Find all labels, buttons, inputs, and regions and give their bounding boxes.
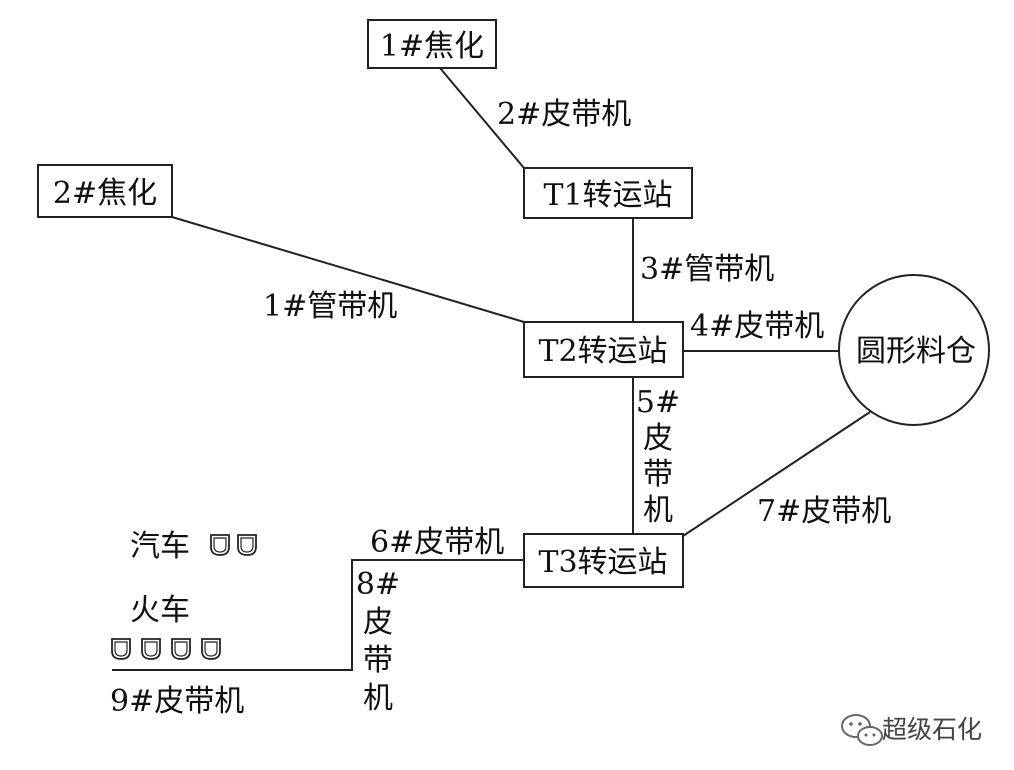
node-t2: T2转运站 xyxy=(523,321,684,378)
truck-icons xyxy=(210,534,257,556)
train-group: 火车 xyxy=(111,593,221,660)
belt5-char-1: 皮 xyxy=(643,421,673,456)
train-wagon-icon xyxy=(111,638,131,660)
train-wagon-icon xyxy=(201,638,221,660)
pipe1-label: 1#管带机 xyxy=(263,289,397,324)
belt2-line xyxy=(439,67,525,169)
t1-box xyxy=(523,167,693,219)
node-coking1: 1#焦化 xyxy=(367,19,497,69)
pipe3-label: 3#管带机 xyxy=(640,252,774,287)
belt5-vertical-label: 5# 皮 带 机 xyxy=(636,385,680,528)
watermark: 超级石化 xyxy=(841,714,982,746)
watermark-text: 超级石化 xyxy=(882,715,982,744)
belt8-char-0: 8# xyxy=(356,567,400,602)
train-wagon-icon xyxy=(171,638,191,660)
pipe1-line xyxy=(171,216,525,323)
belt5-char-2: 带 xyxy=(643,457,673,492)
t3-label: T3转运站 xyxy=(538,545,667,580)
belt8-char-2: 带 xyxy=(363,643,393,678)
belt9-label: 9#皮带机 xyxy=(110,684,244,719)
t3-box xyxy=(523,533,684,588)
t2-box xyxy=(523,321,684,378)
train-label: 火车 xyxy=(130,593,190,628)
belt4-label: 4#皮带机 xyxy=(690,309,824,344)
truck-group: 汽车 xyxy=(130,529,257,564)
coking1-label: 1#焦化 xyxy=(380,29,484,64)
belt8-vertical-label: 8# 皮 带 机 xyxy=(356,567,400,716)
conveyor-lines xyxy=(112,67,871,671)
coking2-label: 2#焦化 xyxy=(53,176,157,211)
silo-label: 圆形料仓 xyxy=(856,334,976,369)
belt6-8-9-line xyxy=(112,559,524,671)
belt7-line xyxy=(682,411,871,537)
coking1-box xyxy=(367,19,497,69)
node-silo: 圆形料仓 xyxy=(838,274,990,426)
belt8-char-3: 机 xyxy=(363,681,393,716)
belt5-char-0: 5# xyxy=(636,385,680,420)
t2-label: T2转运站 xyxy=(538,334,667,369)
belt8-char-1: 皮 xyxy=(363,605,393,640)
wechat-icon xyxy=(841,714,883,746)
truck-icon xyxy=(210,534,230,556)
coking2-box xyxy=(37,164,173,218)
belt7-label: 7#皮带机 xyxy=(757,494,891,529)
train-icons xyxy=(111,638,221,660)
node-t1: T1转运站 xyxy=(523,167,693,219)
truck-label: 汽车 xyxy=(130,529,190,564)
node-t3: T3转运站 xyxy=(523,533,684,588)
t1-label: T1转运站 xyxy=(543,178,672,213)
belt2-label: 2#皮带机 xyxy=(497,97,631,132)
node-coking2: 2#焦化 xyxy=(37,164,173,218)
silo-circle xyxy=(838,274,990,426)
belt6-label: 6#皮带机 xyxy=(370,525,504,560)
train-wagon-icon xyxy=(141,638,161,660)
belt5-char-3: 机 xyxy=(643,493,673,528)
truck-icon xyxy=(237,534,257,556)
